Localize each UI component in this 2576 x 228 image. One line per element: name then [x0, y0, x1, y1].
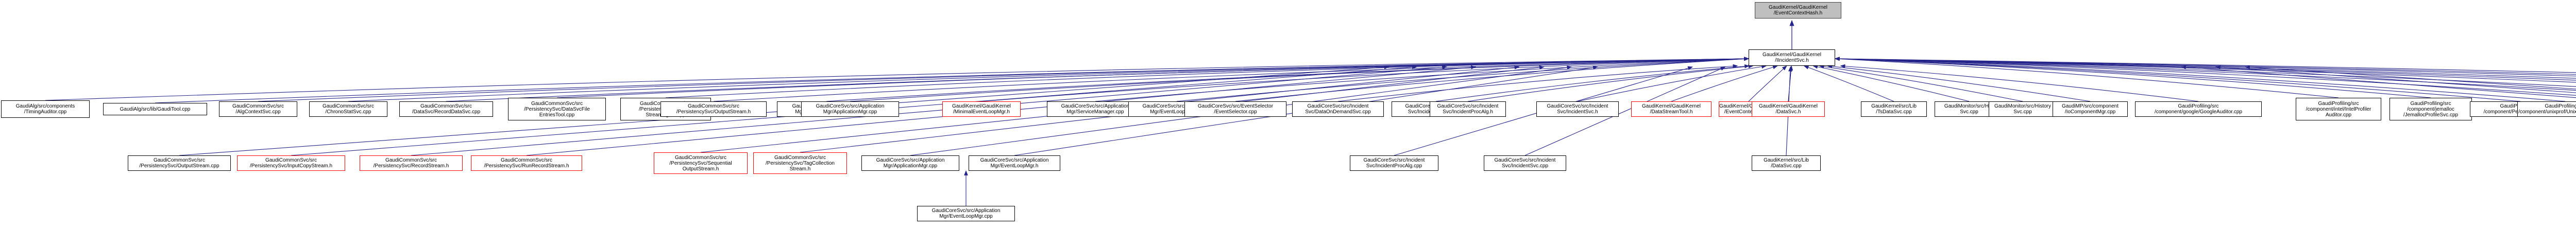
- graph-node-gaudicommonsvc-src-persistencysvc-sequential-outputstream-h[interactable]: GaudiCommonSvc/src /PersistencySvc/Seque…: [654, 152, 748, 174]
- graph-node-gaudialg-src-components-timingauditor-cpp[interactable]: GaudiAlg/src/components /TimingAuditor.c…: [1, 100, 90, 118]
- graph-node-gaudicommonsvc-src-datasvc-recorddatasvc-cpp[interactable]: GaudiCommonSvc/src /DataSvc/RecordDataSv…: [399, 101, 493, 117]
- graph-node-gaudicommonsvc-src-persistencysvc-outputstream-h[interactable]: GaudiCommonSvc/src /PersistencySvc/Outpu…: [660, 101, 767, 117]
- graph-node-gaudiprofiling-src-component-unixprof-unixprofauditor-cpp[interactable]: GaudiProfiling/src /component/unixprof/U…: [2517, 101, 2576, 117]
- graph-node-gaudiprofiling-src-component-intel-intelprofiler-auditor-cpp[interactable]: GaudiProfiling/src /component/intel/Inte…: [2296, 98, 2381, 120]
- graph-node-gaudicommonsvc-src-persistencysvc-runrecordstream-h[interactable]: GaudiCommonSvc/src /PersistencySvc/RunRe…: [471, 155, 582, 171]
- graph-node-center-iincidentsvc[interactable]: GaudiKernel/GaudiKernel /IIncidentSvc.h: [1749, 49, 1835, 66]
- graph-node-gaudicoresvc-src-application-mgr-applicationmgr-cpp[interactable]: GaudiCoreSvc/src/Application Mgr/Applica…: [801, 101, 899, 117]
- graph-node-gaudicommonsvc-src-persistencysvc-recordstream-h[interactable]: GaudiCommonSvc/src /PersistencySvc/Recor…: [360, 155, 463, 171]
- graph-node-gaudikernel-src-lib-tsdatasvc-cpp[interactable]: GaudiKernel/src/Lib /TsDataSvc.cpp: [1861, 101, 1927, 117]
- graph-node-gaudicoresvc-src-eventselector-eventselector-cpp[interactable]: GaudiCoreSvc/src/EventSelector /EventSel…: [1184, 101, 1286, 117]
- graph-node-gaudicoresvc-src-application-mgr-servicemanager-cpp[interactable]: GaudiCoreSvc/src/Application Mgr/Service…: [1047, 101, 1144, 117]
- graph-node-gaudicoresvc-src-application-mgr-eventloopmgr-cpp[interactable]: GaudiCoreSvc/src/Application Mgr/EventLo…: [917, 206, 1015, 221]
- graph-node-gaudicoresvc-src-incident-svc-dataondemandsvc-cpp[interactable]: GaudiCoreSvc/src/Incident Svc/DataOnDema…: [1292, 101, 1384, 117]
- graph-node-gaudicommonsvc-src-algcontextsvc-cpp[interactable]: GaudiCommonSvc/src /AlgContextSvc.cpp: [219, 101, 297, 117]
- graph-node-gaudicoresvc-src-incident-svc-incidentprocalg-cpp[interactable]: GaudiCoreSvc/src/Incident Svc/IncidentPr…: [1350, 155, 1438, 171]
- graph-node-gaudikernel-gaudikernel-minimaleventloopmgr-h[interactable]: GaudiKernel/GaudiKernel /MinimalEventLoo…: [942, 101, 1021, 117]
- graph-node-gaudicommonsvc-src-chronostatsvc-cpp[interactable]: GaudiCommonSvc/src /ChronoStatSvc.cpp: [309, 101, 387, 117]
- graph-node-gaudicommonsvc-src-persistencysvc-outputstream-cpp[interactable]: GaudiCommonSvc/src /PersistencySvc/Outpu…: [128, 155, 231, 171]
- graph-node-gaudialg-src-lib-gauditool-cpp[interactable]: GaudiAlg/src/lib/GaudiTool.cpp: [103, 103, 207, 115]
- graph-node-root-eventcontexthash[interactable]: GaudiKernel/GaudiKernel /EventContextHas…: [1755, 2, 1841, 19]
- graph-node-gaudicoresvc-src-incident-svc-incidentsvc-cpp[interactable]: GaudiCoreSvc/src/Incident Svc/IncidentSv…: [1484, 155, 1566, 171]
- graph-node-gaudikernel-gaudikernel-datasvc-h[interactable]: GaudiKernel/GaudiKernel /DataSvc.h: [1752, 101, 1825, 117]
- graph-node-gaudimp-src-component-iocomponentmgr-cpp[interactable]: GaudiMP/src/component /IoComponentMgr.cp…: [2053, 101, 2128, 117]
- graph-node-gaudiprofiling-src-component-google-googleauditor-cpp[interactable]: GaudiProfiling/src /component/google/Goo…: [2135, 101, 2262, 117]
- graph-node-gaudikernel-src-lib-datasvc-cpp[interactable]: GaudiKernel/src/Lib /DataSvc.cpp: [1752, 155, 1821, 171]
- graph-node-gaudicommonsvc-src-persistencysvc-inputcopystream-h[interactable]: GaudiCommonSvc/src /PersistencySvc/Input…: [237, 155, 345, 171]
- graph-node-gaudicommonsvc-src-persistencysvc-tagcollection-stream-h[interactable]: GaudiCommonSvc/src /PersistencySvc/TagCo…: [753, 152, 847, 174]
- graph-node-gaudiprofiling-src-component-jemalloc-jemallocprofilesvc-cpp[interactable]: GaudiProfiling/src /component/jemalloc /…: [2389, 98, 2472, 120]
- graph-node-gaudicoresvc-src-incident-svc-incidentprocalg-h[interactable]: GaudiCoreSvc/src/Incident Svc/IncidentPr…: [1430, 101, 1506, 117]
- graph-node-gaudimonitor-src-history-svc-cpp[interactable]: GaudiMonitor/src/History Svc.cpp: [1989, 101, 2057, 117]
- graph-node-gaudicoresvc-src-application-mgr-eventloopmgr-h[interactable]: GaudiCoreSvc/src/Application Mgr/EventLo…: [969, 155, 1060, 171]
- graph-node-gaudicommonsvc-src-persistencysvc-datasvcfile-entriestool-cpp[interactable]: GaudiCommonSvc/src /PersistencySvc/DataS…: [508, 98, 606, 120]
- graph-node-gaudicoresvc-src-incident-svc-incidentsvc-h[interactable]: GaudiCoreSvc/src/Incident Svc/IncidentSv…: [1536, 101, 1619, 117]
- graph-node-gaudikernel-gaudikernel-datastreamtool-h[interactable]: GaudiKernel/GaudiKernel /DataStreamTool.…: [1631, 101, 1711, 117]
- graph-node-gaudicoresvc-src-application-mgr-applicationmgr-cpp[interactable]: GaudiCoreSvc/src/Application Mgr/Applica…: [861, 155, 959, 171]
